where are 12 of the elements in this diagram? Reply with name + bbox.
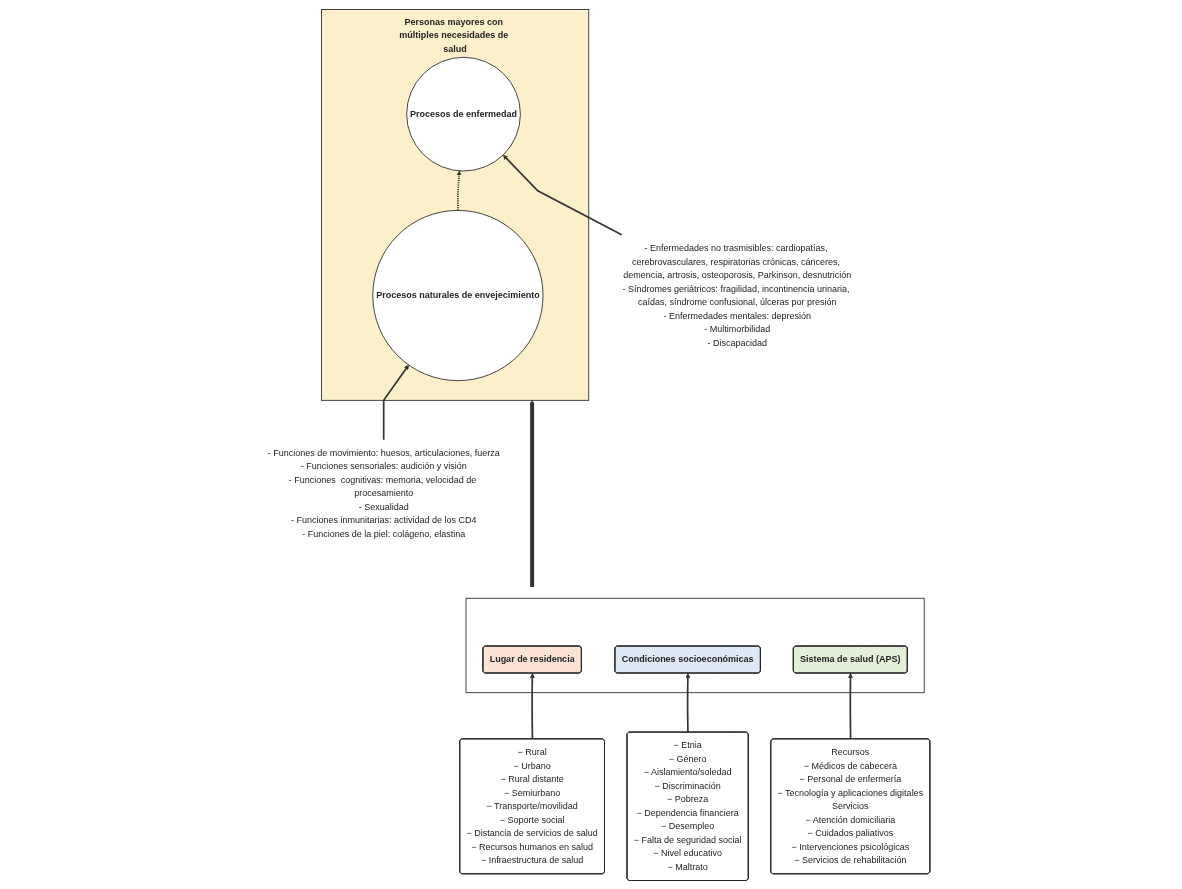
arrow (456, 170, 462, 211)
arrow (685, 672, 691, 733)
arrow (382, 364, 409, 441)
arrow (502, 154, 623, 236)
arrow (529, 672, 535, 740)
node-circle: Procesos naturales de envejecimiento (372, 209, 544, 381)
node-text: - Funciones de movimiento: huesos, articulaciones, fuerza - Funciones sensoriales: audición y visión - Funciones cognitivas: memoria, velocidad de procesamiento - Sexualidad - Funciones inmunitarias: actividad de los CD4 - Funciones de la piel: colágeno, elastina (267, 447, 500, 539)
arrow (848, 672, 853, 740)
node-text: - Enfermedades no trasmisibles: cardiopatías, cerebrovasculares, respiratorias crónicas, cánceres, demencia, artrosis, osteoporosis, Parkinson, desnutrición - Síndromes geriátricos: fragilidad, incontinencia urinaria, caídas, síndrome confusional, úlceras por presión - Enfermedades mentales: depresión - Multimorbilidad - Discapacidad (622, 242, 852, 347)
cluster (465, 597, 925, 693)
node-circle: Procesos de enfermedad (406, 56, 521, 171)
arrow (529, 399, 535, 587)
